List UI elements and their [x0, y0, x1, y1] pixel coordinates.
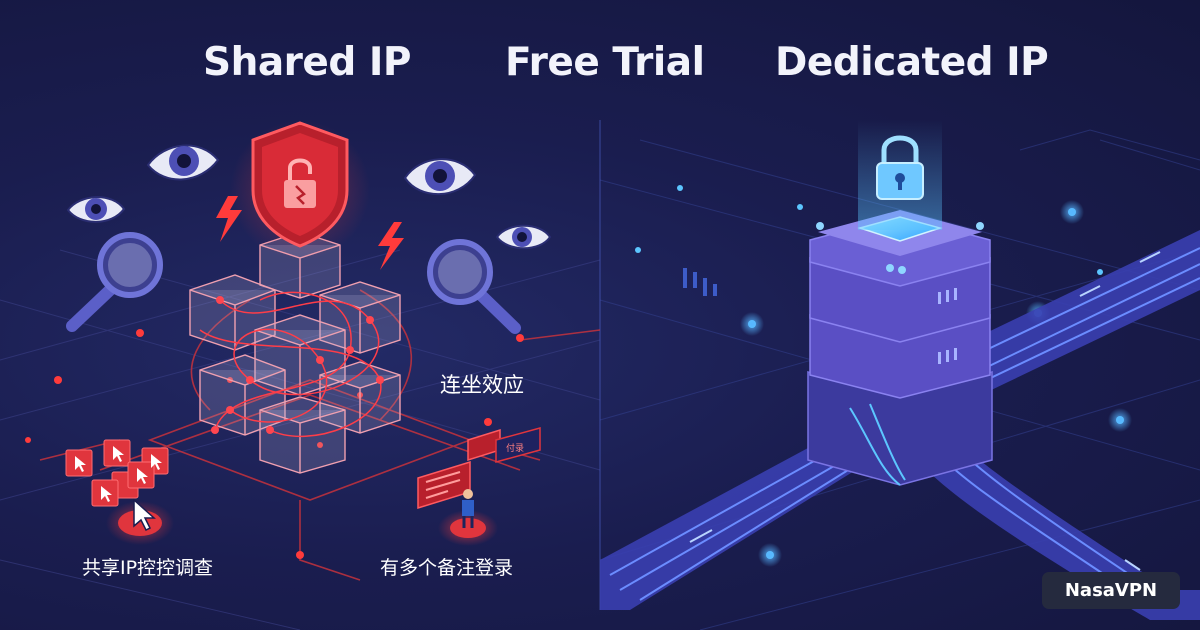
cursor-tiles: [65, 439, 169, 507]
brand-badge: NasaVPN: [1042, 572, 1180, 609]
cursor-icon: [106, 498, 174, 545]
eye-icon: [495, 224, 552, 250]
person-notes: 付录: [417, 427, 541, 546]
signal-bars: [683, 268, 717, 296]
free-trial-heading: Free Trial: [505, 40, 705, 85]
shield-broken-lock-icon: [230, 120, 370, 260]
shared-ip-investigation-label: 共享IP控控调查: [82, 557, 214, 579]
magnifier-icon: [427, 239, 521, 334]
magnifier-icon: [66, 232, 163, 332]
multiple-notes-login-label: 有多个备注登录: [380, 557, 514, 579]
chain-effect-label: 连坐效应: [440, 373, 524, 397]
padlock-icon: [876, 135, 924, 200]
cube-red-dots: [211, 296, 384, 434]
tag-text: 付录: [506, 443, 524, 454]
dedicated-ip-heading: Dedicated IP: [775, 40, 1049, 85]
eye-icon: [66, 196, 126, 223]
red-nodes: [25, 329, 524, 559]
server-icon: [807, 210, 993, 486]
eye-icon: [403, 158, 477, 196]
shared-ip-heading: Shared IP: [203, 40, 411, 85]
lightning-icon: [216, 196, 404, 270]
eye-icon: [146, 144, 220, 181]
